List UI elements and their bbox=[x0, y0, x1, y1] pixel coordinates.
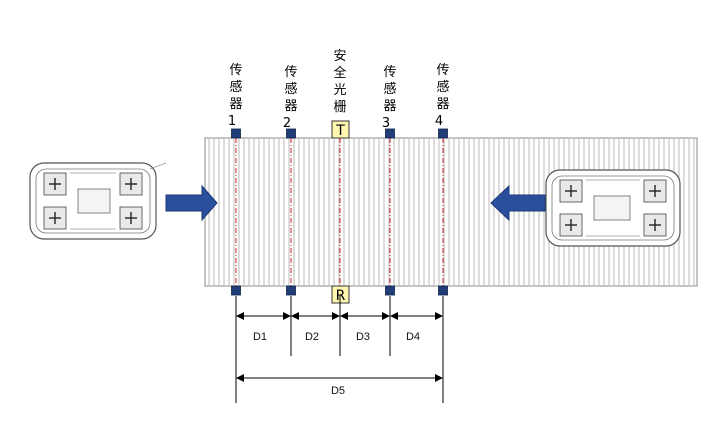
sensor-top-square bbox=[385, 128, 395, 139]
light-curtain-top-marker: T bbox=[335, 123, 345, 139]
label-char: 传 bbox=[436, 63, 449, 78]
light-curtain: T R bbox=[331, 120, 350, 304]
sensor-bottom-square bbox=[231, 285, 241, 296]
label-char: 传 bbox=[284, 65, 297, 80]
sensor-label-3: 传感器 3 bbox=[382, 65, 397, 131]
label-char: 器 bbox=[229, 97, 242, 112]
dimension-d4: D4 bbox=[406, 331, 420, 343]
dimension-d5: D5 bbox=[331, 385, 345, 397]
sensor-number: 2 bbox=[283, 116, 291, 131]
label-char: 感 bbox=[383, 81, 396, 97]
label-char: 器 bbox=[436, 97, 449, 112]
dimension-d1: D1 bbox=[253, 331, 267, 343]
light-curtain-bottom-marker: R bbox=[336, 288, 346, 304]
sensor-top-square bbox=[438, 128, 448, 139]
label-char: 传 bbox=[229, 63, 242, 78]
label-char: 器 bbox=[383, 99, 396, 114]
arrow-right-icon bbox=[165, 184, 218, 222]
label-char: 安 bbox=[333, 49, 346, 64]
sensor-bottom-square bbox=[385, 285, 395, 296]
vehicle-right-icon bbox=[545, 169, 681, 247]
sensor-label-2: 传感器 2 bbox=[283, 65, 298, 131]
label-char: 感 bbox=[284, 81, 297, 97]
dimension-d3: D3 bbox=[356, 331, 370, 343]
dimension-d2: D2 bbox=[305, 331, 319, 343]
sensor-beams bbox=[235, 138, 444, 286]
sensor-bottom-square bbox=[286, 285, 296, 296]
label-char: 光 bbox=[333, 83, 346, 98]
sensor-top-square bbox=[286, 128, 296, 139]
label-char: 全 bbox=[333, 65, 346, 81]
sensor-number: 1 bbox=[228, 114, 236, 129]
vehicle-left-icon bbox=[29, 162, 167, 240]
sensor-label-1: 传感器 1 bbox=[228, 63, 243, 129]
light-curtain-transmitter bbox=[331, 120, 350, 139]
arrow-left-icon bbox=[490, 184, 546, 222]
dimension-arrows bbox=[236, 312, 443, 382]
sensor-number: 3 bbox=[382, 116, 390, 131]
label-char: 感 bbox=[436, 79, 449, 95]
dimension-labels: D1 D2 D3 D4 D5 bbox=[253, 331, 420, 397]
sensor-bottom-square bbox=[438, 285, 448, 296]
label-char: 器 bbox=[284, 99, 297, 114]
label-char: 栅 bbox=[333, 100, 346, 115]
label-char: 传 bbox=[383, 65, 396, 80]
sensor-number: 4 bbox=[435, 114, 443, 129]
label-char: 感 bbox=[229, 79, 242, 95]
sensor-label-4: 传感器 4 bbox=[435, 63, 450, 129]
sensor-top-square bbox=[231, 128, 241, 139]
sensor-markers bbox=[231, 128, 448, 296]
